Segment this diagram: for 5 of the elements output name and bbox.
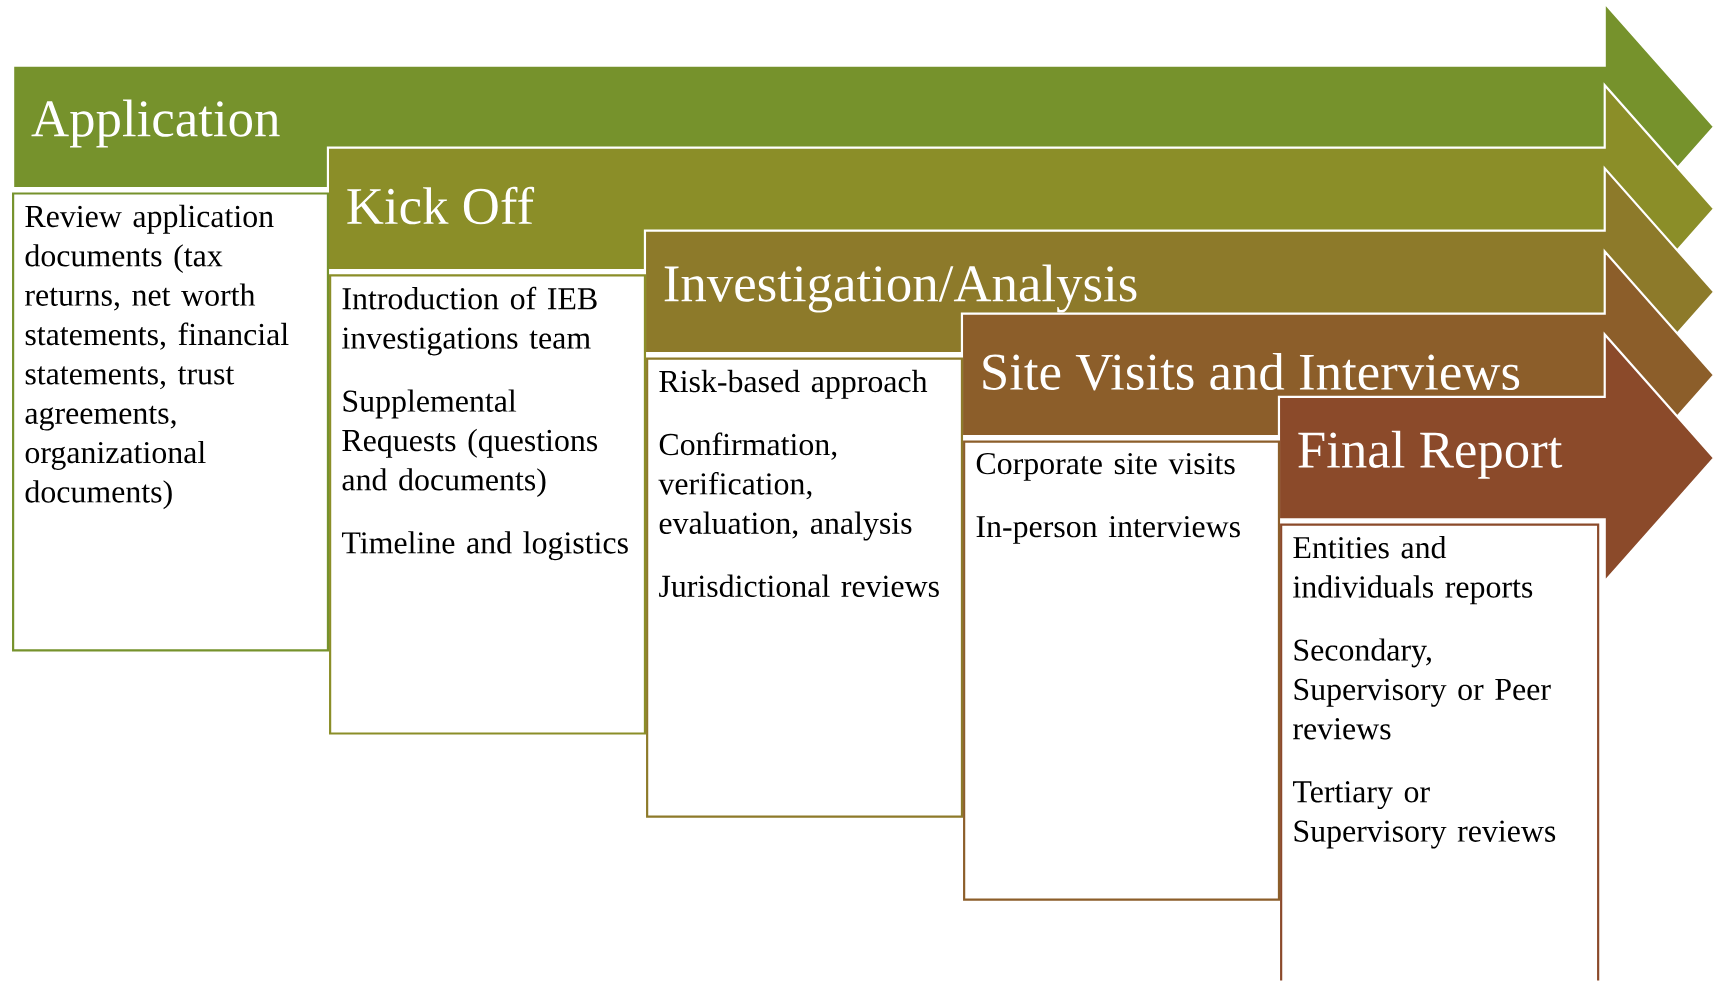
step-box: Risk-based approach Confirmation, verification, evaluation, analysis Jurisdictional reviews [646, 357, 964, 818]
step-box: Entities and individuals reports Secondary, Supervisory or Peer reviews Tertiary or Supervisory reviews [1280, 523, 1600, 981]
step-box: Review application documents (tax returns, net worth statements, financial statements, trust agreements, organizational documents) [12, 192, 330, 652]
step-box: Corporate site visits In-person interviews [963, 440, 1281, 901]
step-box: Introduction of IEB investigations team Supplemental Requests (questions and documents) Timeline and logistics [329, 274, 647, 735]
